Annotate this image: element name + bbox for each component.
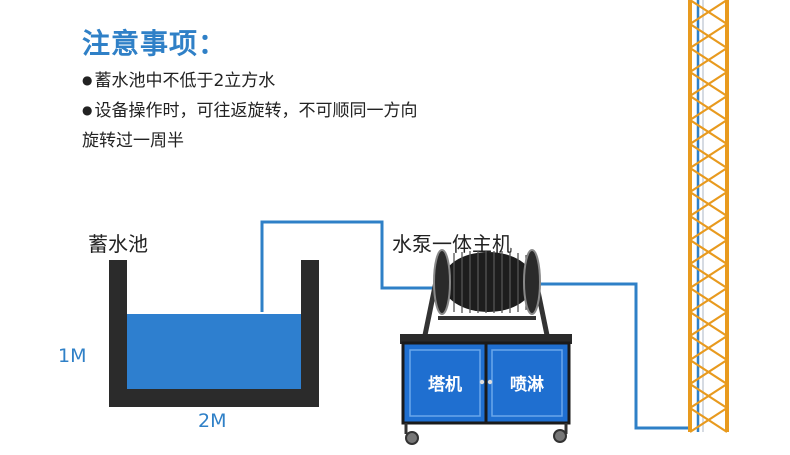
tank-width-label: 2M [198, 410, 227, 432]
tank-water [127, 314, 301, 390]
truss-brace [689, 215, 728, 241]
door-left-label: 塔机 [428, 374, 462, 394]
note-rotation: ●设备操作时，可往返旋转，不可顺同一方向 [82, 96, 417, 121]
truss-brace [689, 335, 728, 361]
truss-brace [689, 167, 728, 193]
note-text: 设备操作时，可往返旋转，不可顺同一方向 [94, 101, 418, 121]
truss-brace [689, 0, 728, 25]
truss-brace [689, 119, 728, 145]
truss-brace [689, 263, 728, 289]
truss-brace [689, 143, 728, 169]
outlet-pipe [532, 282, 690, 430]
truss-brace [689, 191, 728, 217]
tower-crane [688, 0, 729, 433]
tank-height-label: 1M [58, 345, 87, 367]
wheel-icon [405, 431, 419, 445]
machine-label: 水泵一体主机 [392, 232, 512, 256]
truss-brace [689, 311, 728, 337]
truss-brace [689, 239, 728, 265]
tank-label: 蓄水池 [88, 232, 148, 256]
pump-cabinet [400, 334, 572, 445]
truss-brace [689, 383, 728, 409]
truss-brace [689, 47, 728, 73]
truss-brace [689, 287, 728, 313]
hose-reel [421, 249, 551, 341]
wheel-icon [553, 429, 567, 443]
bullet-icon: ● [82, 73, 93, 87]
note-rotation-cont: 旋转过一周半 [82, 131, 184, 151]
page-title: 注意事项： [82, 27, 228, 60]
note-water-volume: ●蓄水池中不低于2立方水 [82, 66, 275, 91]
door-right-label: 喷淋 [510, 374, 544, 394]
truss-brace [689, 95, 728, 121]
truss-brace [689, 407, 728, 433]
bullet-icon: ● [82, 103, 93, 117]
inlet-pipe [260, 220, 438, 312]
truss-brace [689, 23, 728, 49]
note-text: 蓄水池中不低于2立方水 [94, 71, 276, 91]
tank-wall [109, 260, 319, 407]
truss-brace [689, 71, 728, 97]
truss-brace [689, 359, 728, 385]
